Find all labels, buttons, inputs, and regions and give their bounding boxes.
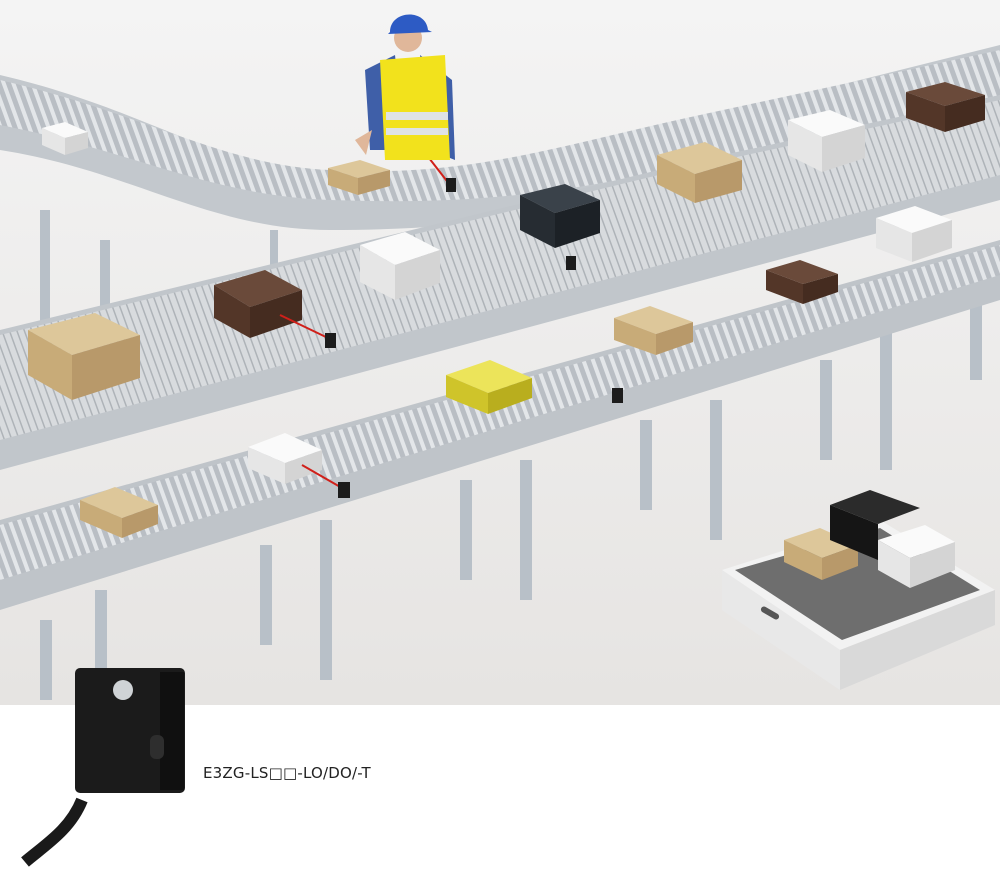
sensor-icon [566, 256, 576, 270]
conveyor-legs [40, 210, 982, 700]
sensor-icon [325, 333, 336, 348]
box-kraft [28, 313, 140, 400]
box-yellow [446, 360, 532, 414]
box-white-3 [876, 206, 952, 262]
box-white-5 [42, 122, 88, 155]
sensor-icon [338, 482, 350, 498]
box-kraft-5 [328, 160, 390, 195]
box-kraft-2 [657, 142, 742, 203]
agv-robot [722, 490, 995, 690]
middle-conveyor-belt [0, 100, 1000, 440]
product-model-label: E3ZG-LS□□-LO/DO/-T [203, 764, 371, 782]
sensor-product-image [21, 668, 185, 867]
helmet [388, 14, 432, 34]
box-brown-3 [766, 260, 838, 304]
back-conveyor-rollers [0, 50, 1000, 202]
worker-figure [355, 14, 455, 160]
box-black [520, 184, 600, 248]
box-brown [214, 270, 302, 338]
box-white-2 [788, 110, 865, 172]
sensor-icon [612, 388, 623, 403]
boxes [28, 82, 985, 538]
photoelectric-sensors [279, 139, 623, 498]
front-conveyor-rollers [0, 245, 1000, 580]
box-brown-2 [906, 82, 985, 132]
box-kraft-4 [80, 487, 158, 538]
box-white [360, 232, 440, 300]
box-kraft-3 [614, 306, 693, 355]
sensor-icon [446, 178, 456, 192]
